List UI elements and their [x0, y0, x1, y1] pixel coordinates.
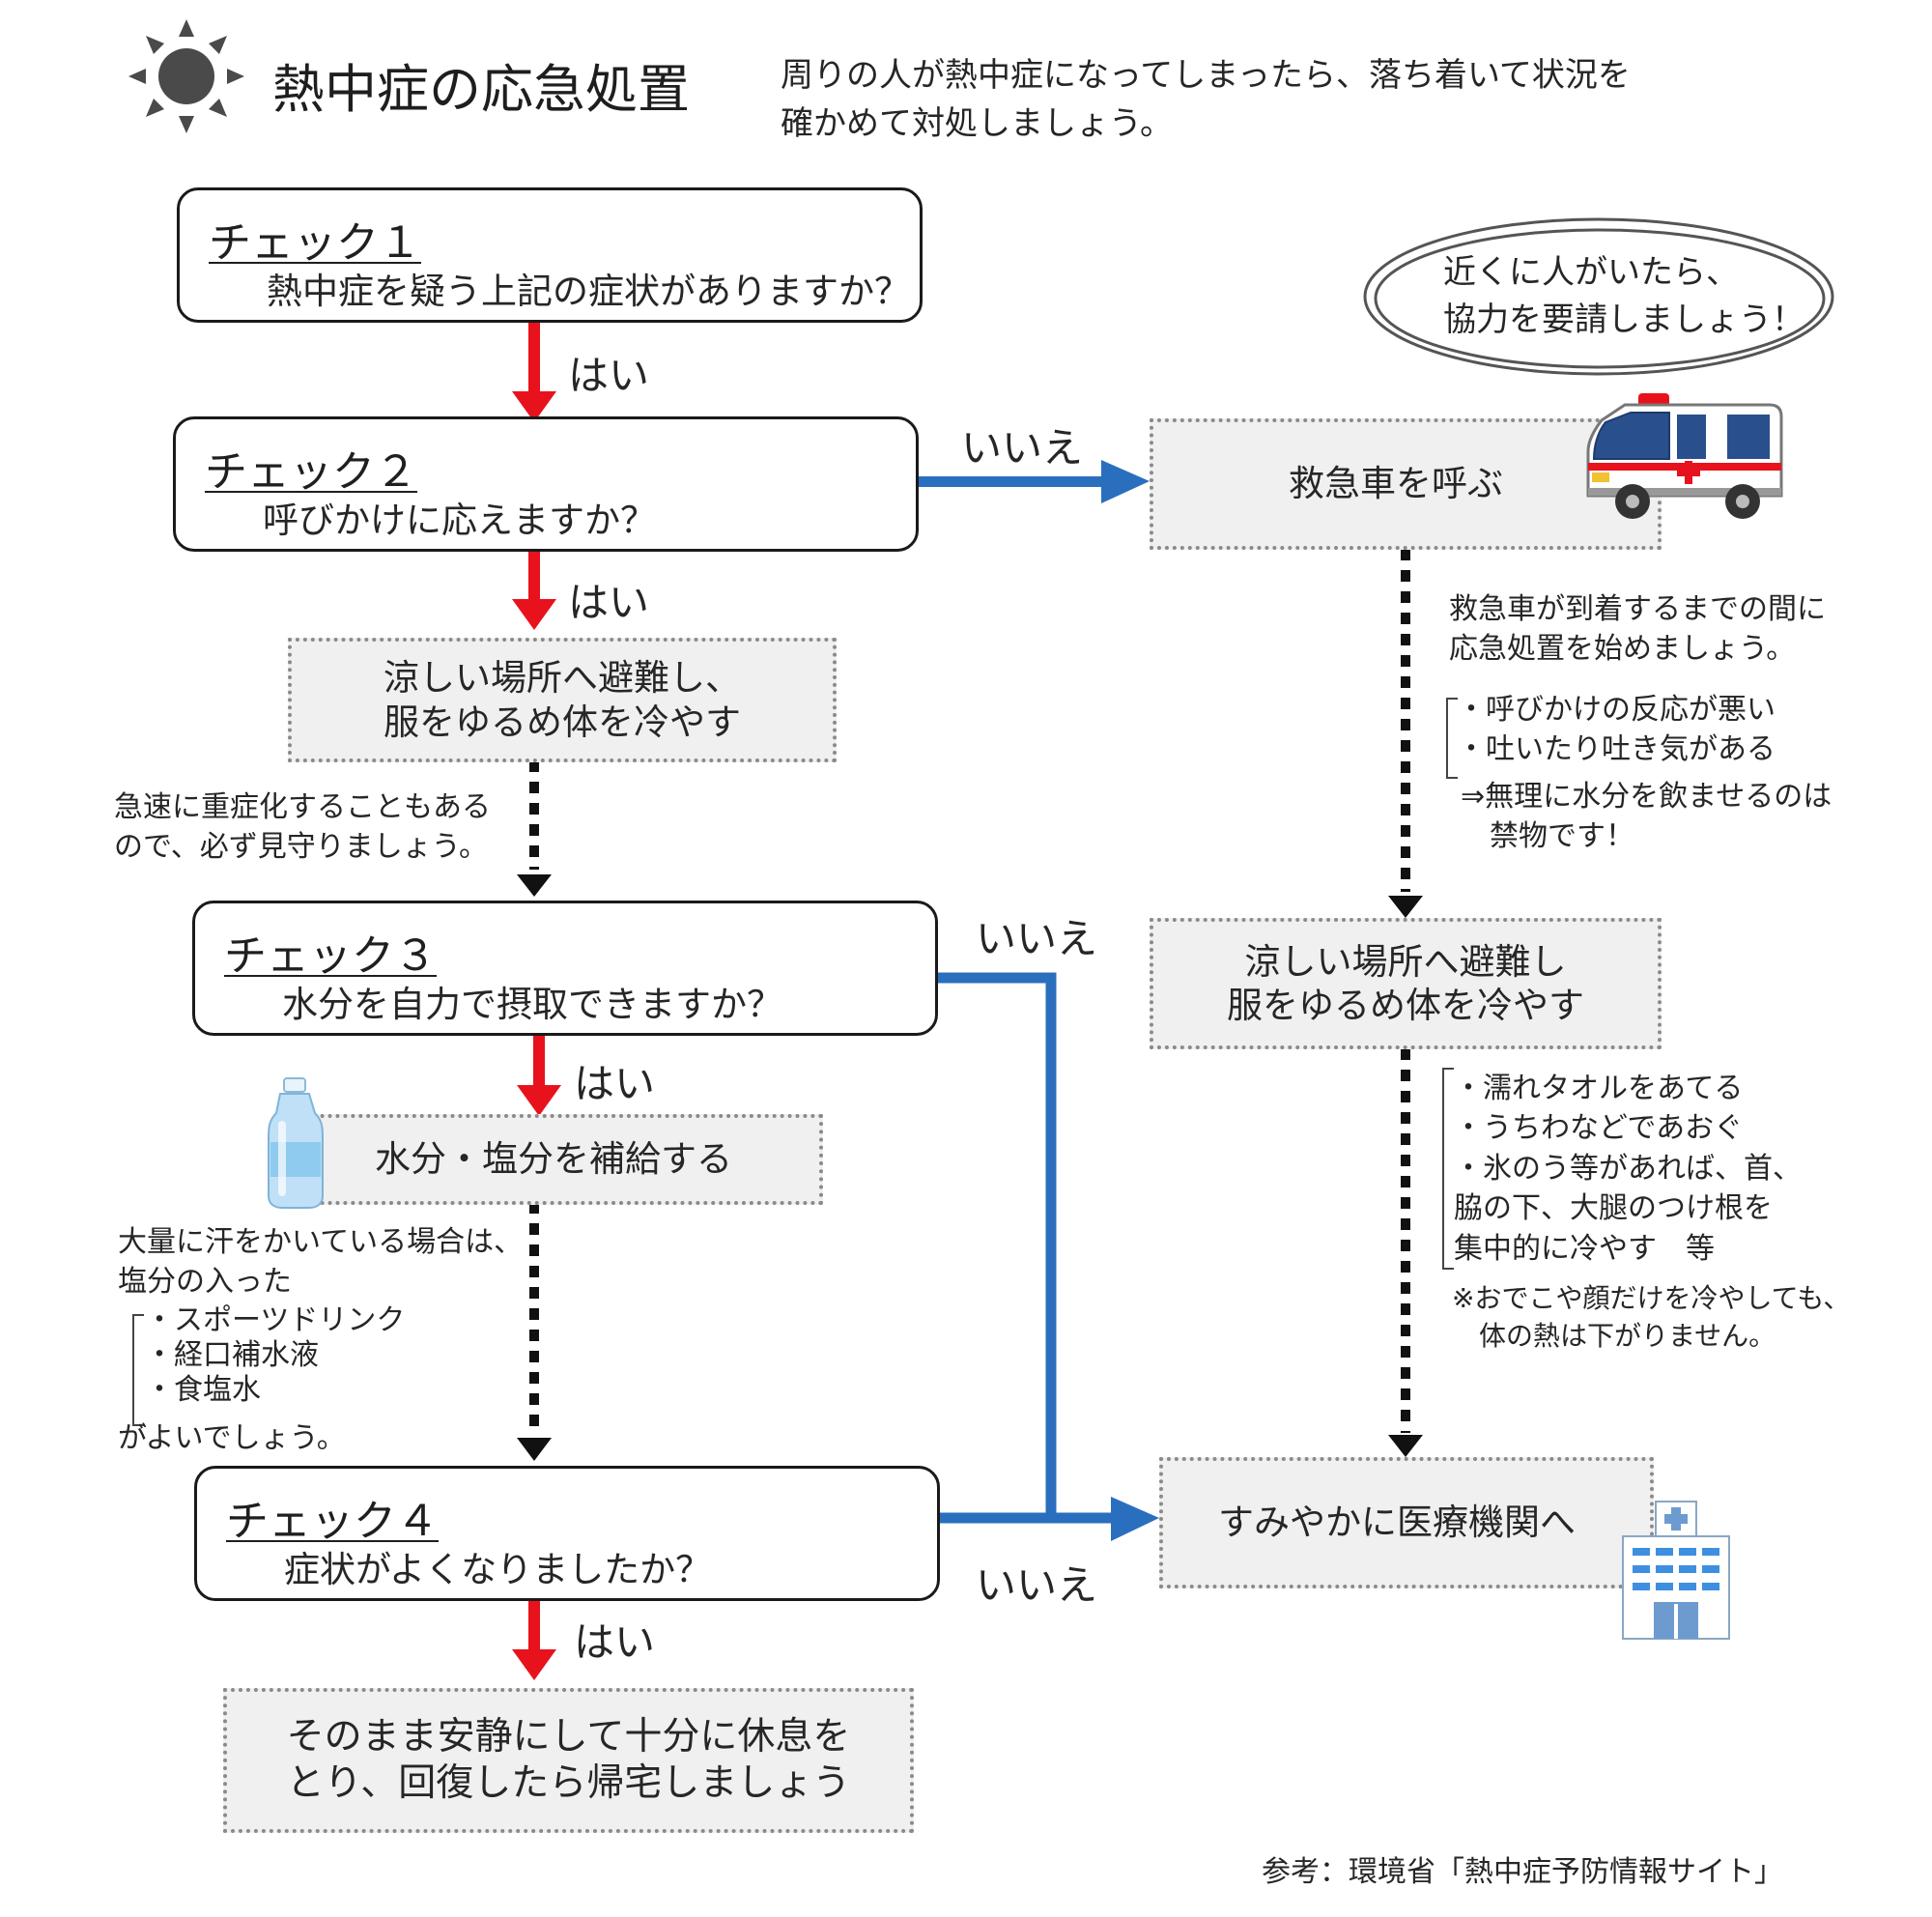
hospital-action-text: すみやかに医療機関へ: [1218, 1502, 1576, 1544]
water-warn-item-2: 吐いたり吐き気がある: [1457, 730, 1776, 769]
check-1-title: チェック１: [209, 218, 421, 268]
check-2-question: 呼びかけに応えますか？: [263, 500, 656, 541]
salt-item-3: 食塩水: [145, 1373, 405, 1408]
cool-down-action-left: 涼しい場所へ避難し、 服をゆるめ体を冷やす: [288, 638, 837, 762]
rest-action-text: そのまま安静にして十分に休息を とり、回復したら帰宅しましょう: [286, 1715, 851, 1805]
no-arrow-hospital-head: [1111, 1497, 1159, 1541]
hospital-action: すみやかに医療機関へ: [1159, 1457, 1654, 1588]
no-label-check2: いいえ: [961, 424, 1084, 472]
cooling-item-1: 濡れタオルをあてる: [1454, 1069, 1802, 1108]
salt-list: スポーツドリンク 経口補水液 食塩水: [145, 1303, 405, 1408]
cooling-item-3: 氷のう等があれば、首、 脇の下、大腿のつけ根を 集中的に冷やす 等: [1454, 1149, 1802, 1269]
page-title: 熱中症の応急処置: [272, 59, 690, 120]
call-ambulance-action: 救急車を呼ぶ: [1150, 418, 1662, 550]
check-4-question: 症状がよくなりましたか？: [284, 1549, 712, 1590]
check-2-title: チェック２: [205, 447, 417, 497]
dotted-arrow-right-2: [1388, 1048, 1423, 1457]
intro-line-2: 確かめて対処しましょう。: [781, 104, 1173, 143]
yes-arrow-1: [512, 321, 556, 422]
yes-arrow-2: [512, 551, 556, 630]
no-label-check4: いいえ: [976, 1561, 1098, 1609]
check-1-question: 熱中症を疑う上記の症状がありますか？: [267, 271, 910, 312]
source-citation: 参考：環境省「熱中症予防情報サイト」: [1262, 1855, 1783, 1889]
check-3-box: チェック３ 水分を自力で摂取できますか？: [192, 901, 938, 1036]
cooling-bracket: [1442, 1068, 1454, 1270]
check-1-box: チェック１ 熱中症を疑う上記の症状がありますか？: [177, 187, 923, 323]
no-arrow-check2: [916, 460, 1150, 503]
yes-arrow-4: [512, 1596, 556, 1680]
dotted-arrow-right-1: [1388, 549, 1423, 918]
cooling-item-2: うちわなどであおぐ: [1454, 1108, 1802, 1148]
cooling-list: 濡れタオルをあてる うちわなどであおぐ 氷のう等があれば、首、 脇の下、大腿のつ…: [1454, 1069, 1802, 1269]
check-3-title: チェック３: [224, 931, 437, 981]
salt-item-2: 経口補水液: [145, 1338, 405, 1373]
water-warn-item-1: 呼びかけの反応が悪い: [1457, 690, 1776, 730]
dotted-arrow-left-1: [517, 760, 552, 897]
yes-arrow-3: [517, 1032, 561, 1116]
first-aid-note: 救急車が到着するまでの間に 応急処置を始めましょう。: [1449, 592, 1826, 667]
yes-label-4: はい: [574, 1618, 656, 1666]
check-4-box: チェック４ 症状がよくなりましたか？: [194, 1466, 940, 1601]
salt-outro-note: がよいでしょう。: [118, 1421, 346, 1455]
sun-icon: [128, 19, 244, 133]
cool-down-action-right-text: 涼しい場所へ避難し 服をゆるめ体を冷やす: [1227, 940, 1584, 1026]
rest-action: そのまま安静にして十分に休息を とり、回復したら帰宅しましょう: [223, 1688, 914, 1833]
salt-item-1: スポーツドリンク: [145, 1303, 405, 1338]
yes-label-3: はい: [574, 1060, 656, 1107]
cool-down-action-right: 涼しい場所へ避難し 服をゆるめ体を冷やす: [1150, 918, 1662, 1049]
dotted-arrow-left-2: [517, 1202, 552, 1461]
hydrate-action-text: 水分・塩分を補給する: [375, 1138, 732, 1181]
yes-label-2: はい: [568, 579, 650, 626]
hospital-icon: [1622, 1501, 1730, 1640]
call-ambulance-text: 救急車を呼ぶ: [1289, 463, 1503, 505]
yes-label-1: はい: [568, 352, 650, 399]
callout-text: 近くに人がいたら、 協力を要請しましょう！: [1443, 253, 1804, 340]
no-arrow-check3-4: [935, 972, 1116, 1524]
water-bottle-icon: [268, 1077, 324, 1209]
salt-list-bracket: [132, 1314, 144, 1426]
check-2-box: チェック２ 呼びかけに応えますか？: [173, 416, 919, 552]
ambulance-icon: [1586, 393, 1783, 519]
water-warn-note: ⇒無理に水分を飲ませるのは 禁物です！: [1461, 780, 1833, 854]
cool-down-action-left-text: 涼しい場所へ避難し、 服をゆるめ体を冷やす: [384, 657, 741, 743]
water-warn-bracket: [1446, 698, 1458, 779]
check-4-title: チェック４: [226, 1497, 439, 1546]
intro-line-1: 周りの人が熱中症になってしまったら、落ち着いて状況を: [781, 56, 1631, 95]
water-warn-list: 呼びかけの反応が悪い 吐いたり吐き気がある: [1457, 690, 1776, 770]
no-label-check3: いいえ: [976, 915, 1098, 962]
check-3-question: 水分を自力で摂取できますか？: [282, 984, 782, 1025]
salt-intro-note: 大量に汗をかいている場合は、 塩分の入った: [118, 1225, 524, 1300]
cooling-caution-note: ※おでこや顔だけを冷やしても、 体の熱は下がりません。: [1452, 1282, 1851, 1352]
hydrate-action: 水分・塩分を補給する: [274, 1114, 823, 1205]
watch-note: 急速に重症化することもある ので、必ず見守りましょう。: [114, 790, 491, 865]
callout-bubble: [1363, 217, 1834, 376]
